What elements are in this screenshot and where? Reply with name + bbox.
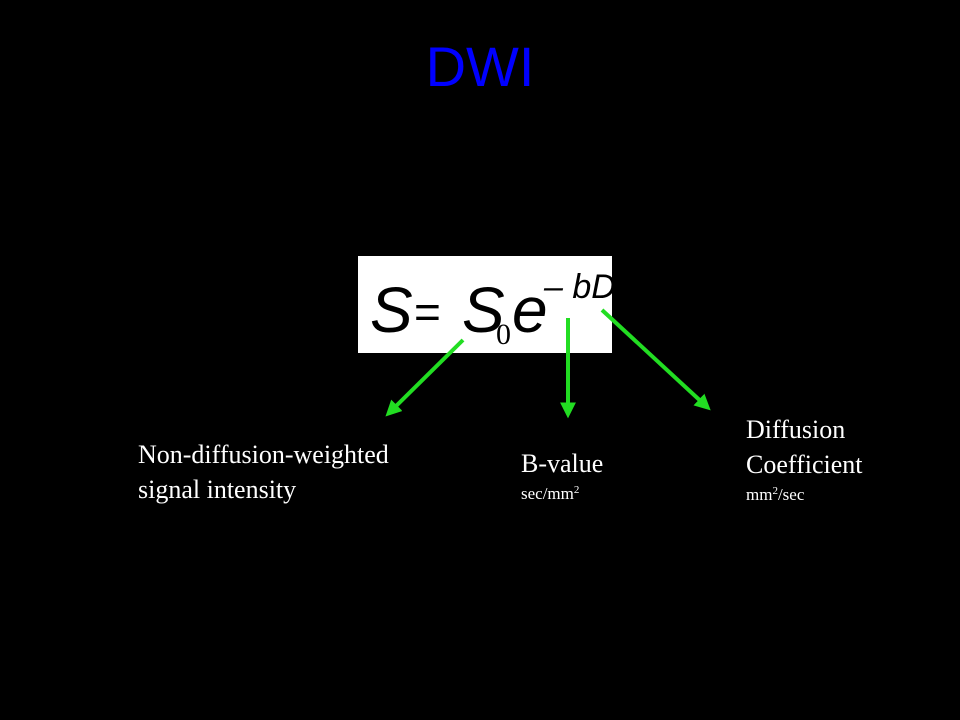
diffusion-unit: mm2/sec xyxy=(746,482,862,508)
equation-formula: S = S 0 e – bD xyxy=(370,268,612,351)
equation-exponent: – bD xyxy=(543,268,612,306)
signal-intensity-label: Non-diffusion-weighted signal intensity xyxy=(138,437,389,507)
equation-lhs: S xyxy=(370,274,413,346)
diffusion-unit-suffix: /sec xyxy=(777,485,805,504)
diffusion-unit-base: mm xyxy=(746,485,773,504)
equation-base: S xyxy=(462,274,505,346)
bvalue-unit-exponent: 2 xyxy=(573,484,580,496)
slide-title: DWI xyxy=(425,35,535,98)
bvalue-unit-base: sec/mm xyxy=(521,484,574,503)
signal-intensity-line1: Non-diffusion-weighted xyxy=(138,440,389,469)
equation-exp-base: e xyxy=(512,274,548,346)
signal-intensity-line2: signal intensity xyxy=(138,475,297,504)
bvalue-unit: sec/mm2 xyxy=(521,481,603,507)
arrow-to-diffusion-label xyxy=(600,308,711,411)
equation-subscript: 0 xyxy=(496,318,511,351)
diffusion-line1: Diffusion xyxy=(746,415,846,444)
diffusion-unit-exponent: 2 xyxy=(772,485,778,497)
equation-equals: = xyxy=(414,286,441,338)
equation-box: S = S 0 e – bD xyxy=(358,256,612,353)
bvalue-line1: B-value xyxy=(521,449,604,478)
diffusion-line2: Coefficient xyxy=(746,450,863,479)
bvalue-label: B-value sec/mm2 xyxy=(521,446,603,507)
diffusion-coefficient-label: Diffusion Coefficient mm2/sec xyxy=(746,412,862,508)
